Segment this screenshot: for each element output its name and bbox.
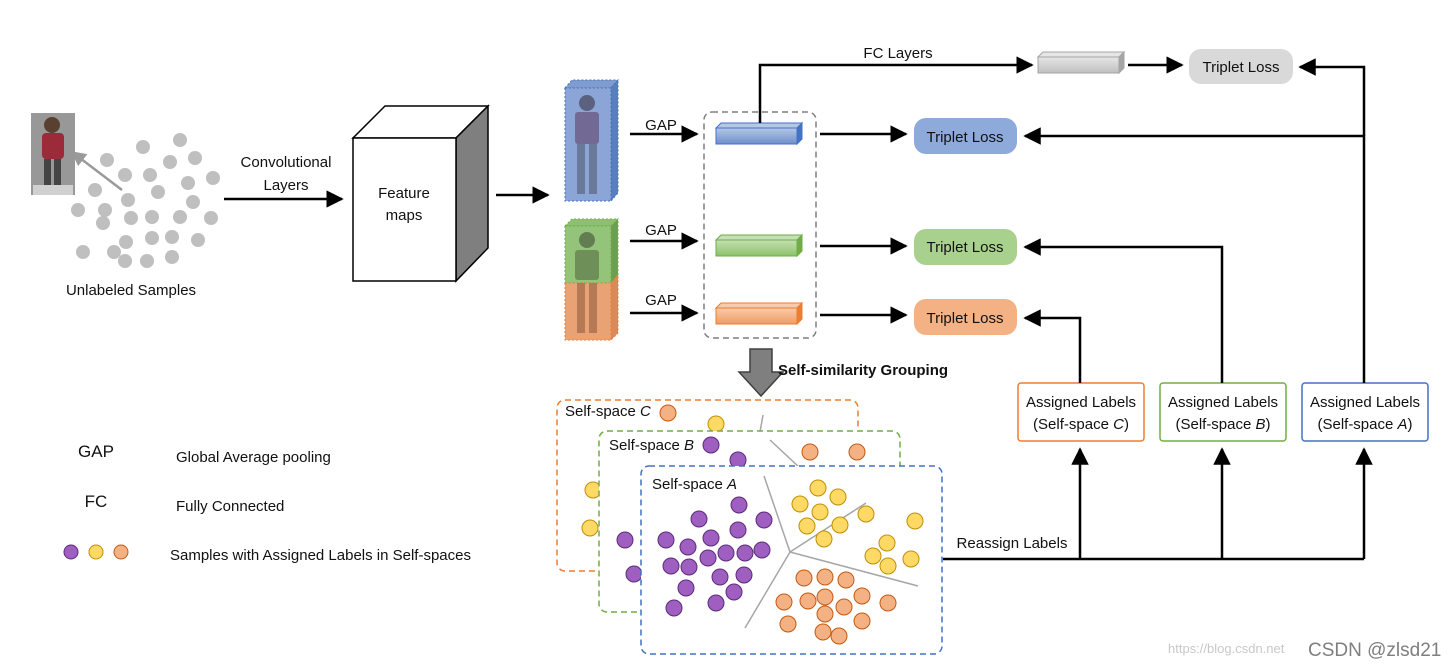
unlabeled-samples-cluster: Unlabeled Samples (31, 113, 220, 299)
watermark-credit: CSDN @zlsd21 (1308, 640, 1441, 661)
self-similarity-grouping-label: Self-similarity Grouping (778, 362, 948, 379)
fc-layers-label: FC Layers (863, 45, 932, 62)
orange-feature-vector (714, 301, 804, 326)
assigned-labels-a: Assigned Labels (Self-space A) (1301, 382, 1429, 442)
assigned-labels-c-title: Assigned Labels (1026, 394, 1136, 411)
legend-fc-full: Fully Connected (176, 498, 284, 515)
unlabeled-samples-label: Unlabeled Samples (66, 282, 196, 299)
yellow-cluster (791, 479, 924, 575)
self-space-b-label: Self-space B (609, 437, 694, 454)
pooled-features-container (703, 111, 817, 339)
labels-c-to-loss-arrow (1023, 309, 1082, 383)
legend-gap-full: Global Average pooling (176, 449, 331, 466)
gap-label-orange: GAP (645, 292, 677, 309)
assigned-labels-a-space: (Self-space A) (1317, 416, 1412, 433)
feature-maps-label-1: Feature (378, 185, 430, 202)
self-space-c-label: Self-space C (565, 403, 651, 420)
legend-samples-text: Samples with Assigned Labels in Self-spa… (170, 547, 471, 564)
assigned-labels-c: Assigned Labels (Self-space C) (1017, 382, 1145, 442)
gap-label-blue: GAP (645, 117, 677, 134)
fc-output-vector (1036, 50, 1126, 75)
person-thumbnail-image (31, 113, 75, 195)
assigned-labels-c-space: (Self-space C) (1033, 416, 1129, 433)
legend-yellow-dot (88, 544, 104, 560)
assigned-labels-a-title: Assigned Labels (1310, 394, 1420, 411)
assigned-labels-b-space: (Self-space B) (1175, 416, 1270, 433)
legend-fc-abbr: FC (85, 492, 108, 511)
labels-a-to-gray-loss-arrow (1298, 58, 1366, 136)
triplet-loss-orange-label: Triplet Loss (927, 310, 1004, 327)
feature-maps-cube: Feature maps (351, 104, 490, 283)
triplet-loss-gray-label: Triplet Loss (1203, 59, 1280, 76)
labels-b-to-loss-arrow (1023, 238, 1224, 383)
legend: GAP Global Average pooling FC Fully Conn… (63, 442, 471, 564)
triplet-loss-gray: Triplet Loss (1189, 49, 1293, 84)
triplet-loss-green-label: Triplet Loss (927, 239, 1004, 256)
green-orange-feature-volume (563, 217, 620, 342)
grouping-down-arrow (737, 348, 785, 398)
gap-label-green: GAP (645, 222, 677, 239)
labels-a-to-blue-loss-arrow (1023, 127, 1366, 383)
legend-purple-dot (63, 544, 79, 560)
orange-cluster (775, 568, 897, 645)
legend-orange-dot (113, 544, 129, 560)
triplet-loss-orange: Triplet Loss (914, 299, 1017, 335)
conv-layers-label-1: Convolutional (241, 154, 332, 171)
self-space-a-label: Self-space A (652, 476, 737, 493)
sample-pointer-arrow (70, 151, 123, 191)
purple-cluster (657, 496, 773, 617)
blue-feature-volume (563, 78, 620, 203)
triplet-loss-blue-label: Triplet Loss (927, 129, 1004, 146)
green-feature-vector (714, 233, 804, 258)
triplet-loss-blue: Triplet Loss (914, 118, 1017, 154)
assigned-labels-b: Assigned Labels (Self-space B) (1159, 382, 1287, 442)
gray-sample-dots (71, 133, 220, 268)
reassign-labels-label: Reassign Labels (957, 535, 1068, 552)
conv-layers-label-2: Layers (263, 177, 308, 194)
fc-layers-arrow (758, 56, 1034, 123)
self-space-a-panel: Self-space A (640, 465, 943, 655)
legend-gap-abbr: GAP (78, 442, 114, 461)
watermark-url: https://blog.csdn.net (1168, 641, 1285, 656)
blue-feature-vector (714, 121, 804, 146)
triplet-loss-green: Triplet Loss (914, 229, 1017, 265)
feature-maps-label-2: maps (386, 207, 423, 224)
assigned-labels-b-title: Assigned Labels (1168, 394, 1278, 411)
